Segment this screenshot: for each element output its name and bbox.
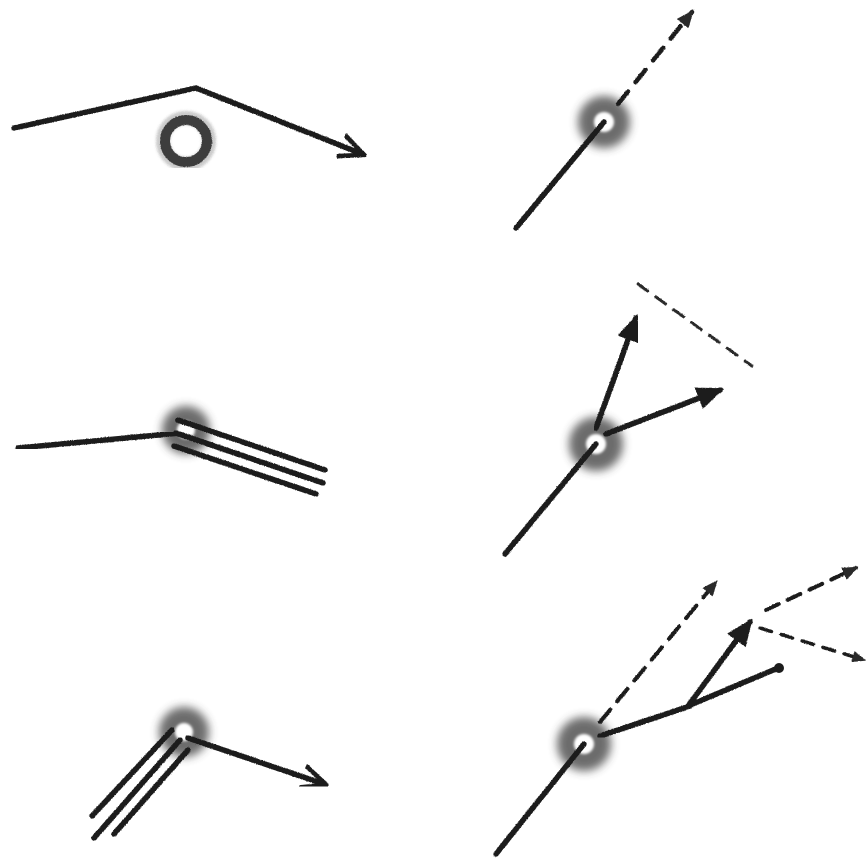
- parallel-line-1: [92, 730, 172, 816]
- parallel-line-3: [174, 446, 316, 494]
- branch-arrow-up: [596, 318, 636, 428]
- incoming-line: [18, 433, 180, 448]
- dashed-extension-right: [760, 628, 864, 660]
- panel-6: [496, 568, 864, 854]
- parallel-line-3: [114, 750, 188, 834]
- panel-3: [18, 406, 325, 494]
- merged-arrow: [188, 738, 324, 784]
- panel-5: [92, 707, 324, 838]
- main-branch: [600, 706, 690, 736]
- panel-2: [516, 12, 692, 228]
- branch-end-dot: [774, 663, 784, 673]
- ring-obstacle-inner: [175, 130, 197, 152]
- parallel-line-2: [176, 433, 323, 483]
- parallel-line-2: [94, 740, 180, 838]
- dashed-connector: [638, 284, 752, 366]
- incoming-path: [496, 744, 584, 854]
- dashed-extension-upper-right: [766, 568, 856, 610]
- dashed-continuation-arrow: [618, 12, 692, 104]
- branch-arrow-right: [606, 390, 720, 434]
- incoming-path: [505, 444, 596, 554]
- panel-4: [505, 284, 752, 554]
- panel-1: [14, 88, 362, 164]
- incoming-path: [516, 122, 604, 228]
